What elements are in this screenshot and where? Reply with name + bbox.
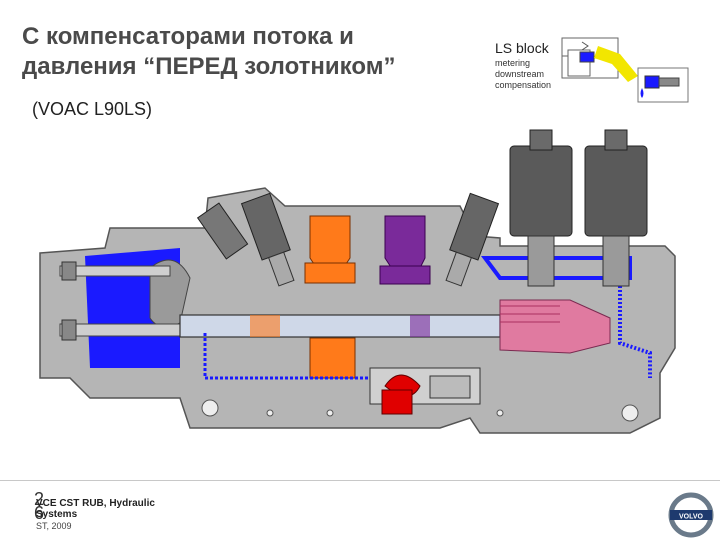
pink-chamber [499, 299, 611, 354]
ls-block-description: metering downstream compensation [495, 58, 551, 91]
rod-lower [59, 323, 181, 337]
footer-date: ST, 2009 [36, 521, 72, 531]
solenoid-right [584, 145, 648, 237]
solenoid-left [509, 145, 573, 237]
main-spool [179, 314, 501, 338]
ls-desc-line: metering [495, 58, 531, 68]
footer-organization: VCE CST RUB, Hydraulic Systems [36, 498, 155, 520]
ls-block-title: LS block [495, 40, 549, 56]
volvo-logo: VOLVO [668, 492, 714, 538]
ls-desc-line: downstream [495, 69, 545, 79]
rod-upper [59, 265, 171, 277]
page-number: 2 6 [34, 489, 45, 523]
svg-text:VOLVO: VOLVO [679, 514, 704, 521]
footer-divider [0, 480, 720, 481]
ls-desc-line: compensation [495, 80, 552, 90]
schematic-symbol-icon [561, 37, 689, 103]
arrow-icon [594, 46, 638, 82]
slide-title: С компенсаторами потока и давления “ПЕРЕ… [22, 22, 395, 82]
valve-cross-section [39, 129, 676, 434]
ls-block-legend: LS block metering downstream compensatio… [490, 36, 695, 108]
title-line-2: давления “ПЕРЕД золотником” [22, 53, 396, 80]
title-line-1: С компенсаторами потока и [22, 23, 354, 50]
valve-housing [39, 187, 676, 434]
subtitle: (VOAC L90LS) [32, 99, 153, 119]
valve-icon [240, 192, 295, 287]
